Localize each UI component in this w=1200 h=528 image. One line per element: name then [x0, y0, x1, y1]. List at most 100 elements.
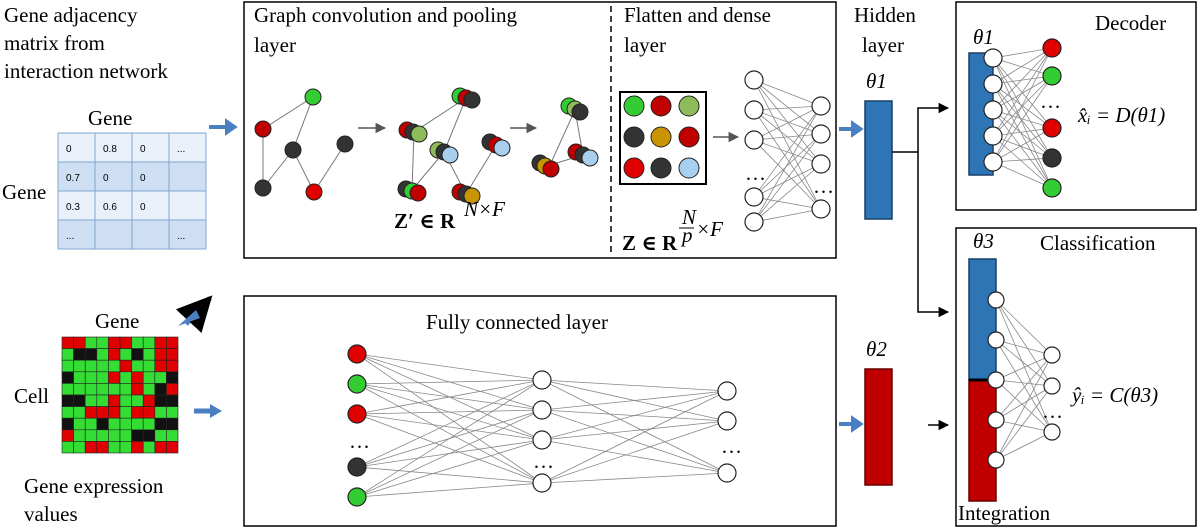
- heatmap-cell: [73, 394, 86, 407]
- net-node: [347, 344, 367, 364]
- net-edge: [992, 135, 1053, 159]
- matrix-gene-top-label: Gene: [88, 106, 132, 130]
- heatmap-cell: [119, 348, 132, 361]
- net-node: [983, 74, 1003, 94]
- heatmap-cell: [96, 336, 109, 349]
- net-edge: [753, 196, 822, 210]
- net-node: [1043, 346, 1061, 364]
- heatmap-cell: [73, 441, 86, 454]
- net-edge: [753, 105, 822, 111]
- matrix-cell-value: 0: [140, 202, 146, 213]
- dense-network: [744, 70, 831, 232]
- net-node: [987, 371, 1005, 389]
- z-sup-tail: ×F: [696, 217, 723, 241]
- hidden-theta1-label: θ1: [866, 69, 887, 93]
- net-edge: [356, 409, 543, 415]
- decoder-box: [955, 1, 1197, 211]
- heatmap-cell: [166, 441, 179, 454]
- matrix-cell: [57, 132, 96, 163]
- heatmap-cell: [166, 429, 179, 442]
- hidden-theta2-label: θ2: [866, 337, 887, 361]
- heatmap-cell: [84, 417, 98, 431]
- net-edge: [992, 75, 1053, 137]
- heatmap-cell: [96, 371, 109, 384]
- net-edge: [753, 109, 822, 210]
- net-edge: [356, 439, 543, 498]
- convolved-graph: [397, 87, 511, 205]
- matrix-cell-value: 0.3: [66, 202, 80, 213]
- heatmap-cell: [96, 348, 109, 361]
- net-edge: [992, 57, 1053, 189]
- heatmap-cell: [108, 406, 121, 419]
- net-node: [532, 400, 552, 420]
- net-node: [744, 70, 764, 90]
- fc-ellipsis-2: …: [533, 449, 554, 473]
- heatmap-cell: [131, 371, 144, 384]
- net-node: [983, 48, 1003, 68]
- heatmap-cell: [84, 406, 98, 419]
- heatmap-cell: [73, 417, 86, 431]
- matrix-cell-value: 0.6: [103, 202, 117, 213]
- heatmap-cell: [119, 429, 132, 442]
- expr-up-arrowhead: [178, 310, 200, 326]
- heatmap-cell: [119, 394, 132, 407]
- net-node: [1042, 148, 1062, 168]
- heatmap-cell: [154, 383, 167, 396]
- net-edge: [992, 161, 1053, 189]
- z-sup-numerator: N: [681, 205, 697, 229]
- matrix-cell-value: 0: [66, 144, 72, 155]
- heatmap-cell: [108, 336, 121, 349]
- net-edge: [356, 353, 543, 484]
- net-node: [717, 381, 737, 401]
- net-edge: [356, 379, 543, 468]
- heatmap-cell: [166, 394, 179, 407]
- heatmap-cell: [96, 406, 109, 419]
- expr-caption-line2: values: [24, 502, 78, 526]
- matrix-cell: [94, 161, 133, 192]
- classification-title: Classification: [1040, 231, 1156, 255]
- heatmap-cell: [61, 336, 74, 349]
- matrix-cell-value: ...: [66, 231, 74, 242]
- net-edge: [356, 379, 543, 498]
- decoder-network: [983, 38, 1062, 198]
- net-edge: [992, 157, 1053, 163]
- flatten-title-line1: Flatten and dense: [624, 3, 771, 27]
- net-node: [1042, 118, 1062, 138]
- adj-title-line2: matrix from: [4, 31, 105, 55]
- heatmap-cell: [119, 383, 132, 396]
- heatmap-cell: [154, 371, 167, 384]
- decoder-theta-label: θ1: [973, 25, 994, 49]
- matrix-gene-left-label: Gene: [2, 180, 46, 204]
- net-edge: [753, 139, 822, 210]
- heatmap-cell: [154, 359, 167, 373]
- heatmap-cell: [96, 394, 109, 407]
- net-node: [1043, 377, 1061, 395]
- net-node: [347, 374, 367, 394]
- heatmap-cell: [142, 348, 156, 361]
- hidden-title-line2: layer: [862, 33, 904, 57]
- net-node: [987, 331, 1005, 349]
- input-arrows: [175, 118, 238, 418]
- heatmap-cell: [142, 383, 156, 396]
- adj-title-line3: interaction network: [4, 59, 168, 83]
- net-edge: [753, 208, 822, 223]
- fc-to-hidden-arrow: [839, 415, 864, 433]
- net-edge: [541, 439, 728, 474]
- flattened-nodes: [623, 95, 700, 179]
- heatmap-cell: [119, 441, 132, 454]
- net-node: [983, 100, 1003, 120]
- net-edge: [995, 339, 1053, 387]
- heatmap-cell: [166, 348, 179, 361]
- net-edge: [992, 47, 1053, 85]
- net-node: [347, 487, 367, 507]
- dense-ellipsis-1: …: [745, 161, 766, 185]
- classification-theta-label: θ3: [973, 229, 994, 253]
- net-edge: [541, 390, 728, 484]
- net-edge: [541, 379, 728, 474]
- classification-network: [987, 291, 1061, 469]
- z-prime-superscript: N×F: [463, 197, 505, 221]
- heatmap-cell: [96, 383, 109, 396]
- net-edge: [356, 409, 543, 498]
- heatmap-cell: [131, 348, 144, 361]
- net-node: [744, 212, 764, 232]
